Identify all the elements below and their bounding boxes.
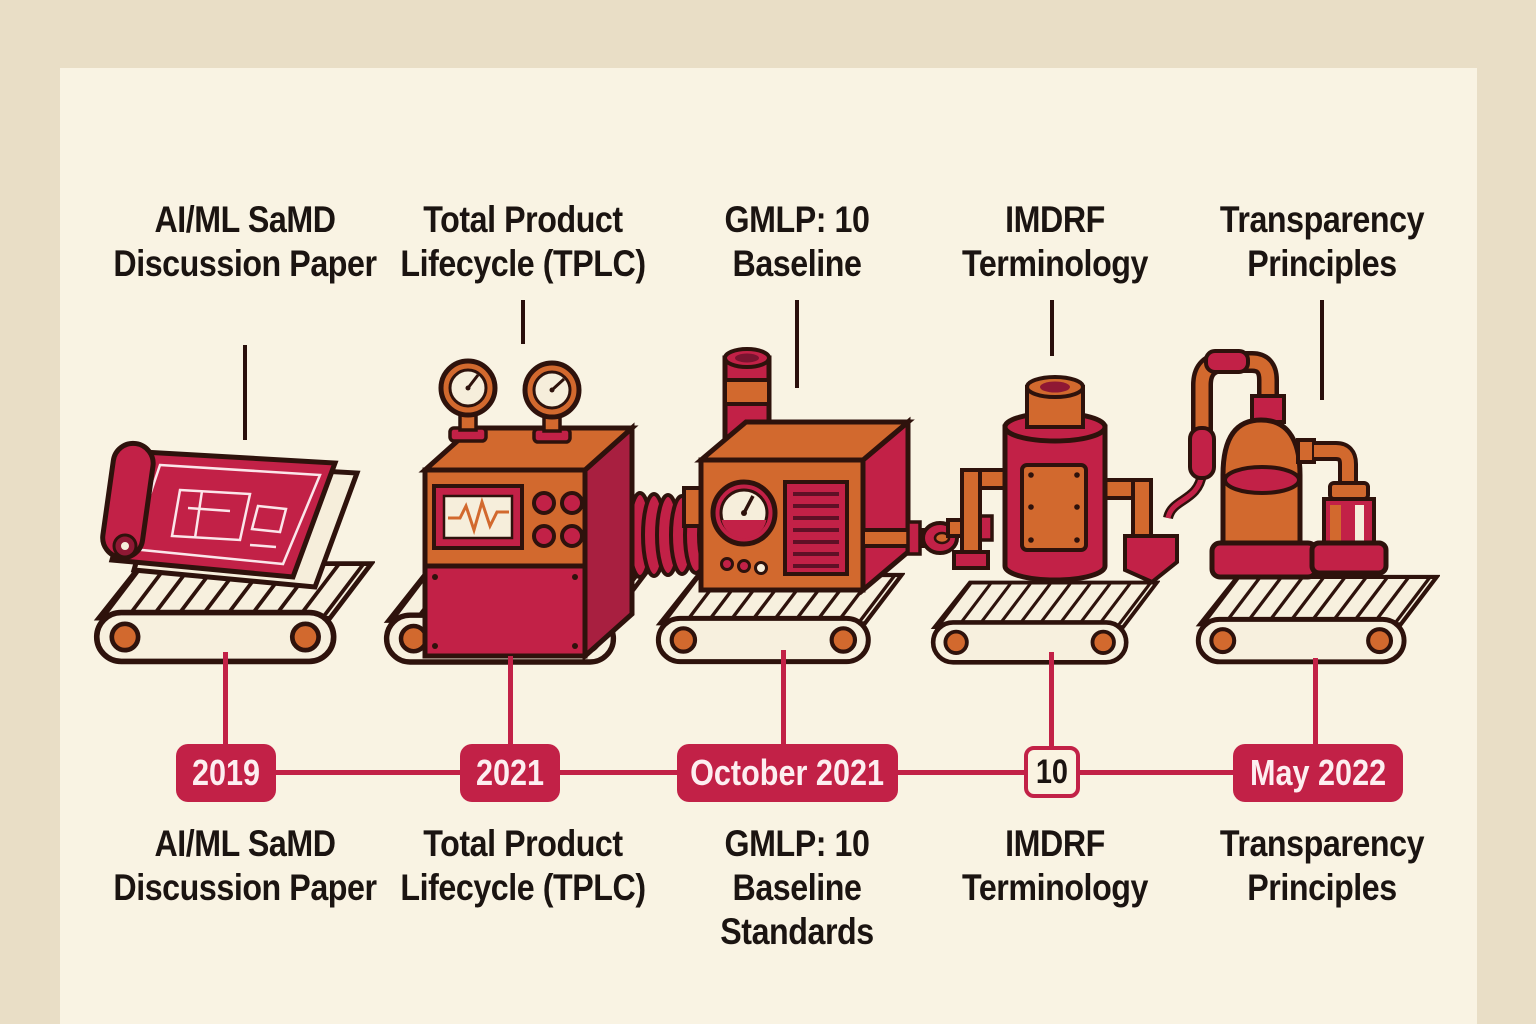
pressure-gauge-icon <box>438 358 498 443</box>
machine-distiller-illustration <box>1163 349 1480 674</box>
pipe-elbow-icon <box>1314 441 1358 488</box>
top-connector-5 <box>1320 300 1324 400</box>
top-label-imdrf: IMDRF Terminology <box>962 199 1148 284</box>
top-connector-3 <box>795 300 799 388</box>
date-badge-2021: 2021 <box>460 744 560 802</box>
bottom-label-samd: AI/ML SaMD Discussion Paper <box>113 823 377 908</box>
vent-grille-icon <box>783 480 849 576</box>
bottom-connector-3 <box>781 650 786 750</box>
bottom-connector-4 <box>1049 652 1054 750</box>
bottom-connector-5 <box>1313 658 1318 750</box>
bottom-label-imdrf: IMDRF Terminology <box>962 823 1148 908</box>
machine-mixer-tank-illustration <box>918 375 1179 674</box>
conveyor-belt-icon <box>1182 577 1437 662</box>
conveyor-belt-icon <box>918 583 1157 663</box>
bottom-label-transparency: Transparency Principles <box>1219 823 1425 908</box>
bottom-connector-1 <box>223 652 228 750</box>
date-badge-october-2021: October 2021 <box>677 744 898 802</box>
date-badge-10: 10 <box>1024 746 1080 798</box>
date-badge-may-2022: May 2022 <box>1233 744 1403 802</box>
top-connector-2 <box>521 300 525 344</box>
date-badge-2019: 2019 <box>176 744 276 802</box>
bottom-label-gmlp: GMLP: 10 Baseline Standards <box>720 823 874 952</box>
top-connector-1 <box>243 345 247 440</box>
top-label-transparency: Transparency Principles <box>1219 199 1425 284</box>
top-label-tplc: Total Product Lifecycle (TPLC) <box>400 199 646 284</box>
bottom-label-tplc: Total Product Lifecycle (TPLC) <box>400 823 646 908</box>
flask-icon <box>1209 394 1319 580</box>
pipe-elbow-icon <box>1101 478 1179 585</box>
canister-icon <box>1309 481 1389 576</box>
pipe-elbow-icon <box>952 468 1011 570</box>
machine-blueprint-scroll-illustration <box>80 440 390 674</box>
top-label-samd: AI/ML SaMD Discussion Paper <box>113 199 377 284</box>
top-connector-4 <box>1050 300 1054 356</box>
hose-icon <box>1163 472 1207 520</box>
top-label-gmlp: GMLP: 10 Baseline <box>724 199 870 284</box>
button-dots-icon <box>532 491 584 548</box>
dial-gauge-icon <box>710 479 778 547</box>
bottom-connector-2 <box>508 656 513 750</box>
tank-body-icon <box>1002 375 1108 583</box>
pressure-gauge-icon <box>522 360 582 444</box>
waveform-screen-icon <box>432 484 524 550</box>
